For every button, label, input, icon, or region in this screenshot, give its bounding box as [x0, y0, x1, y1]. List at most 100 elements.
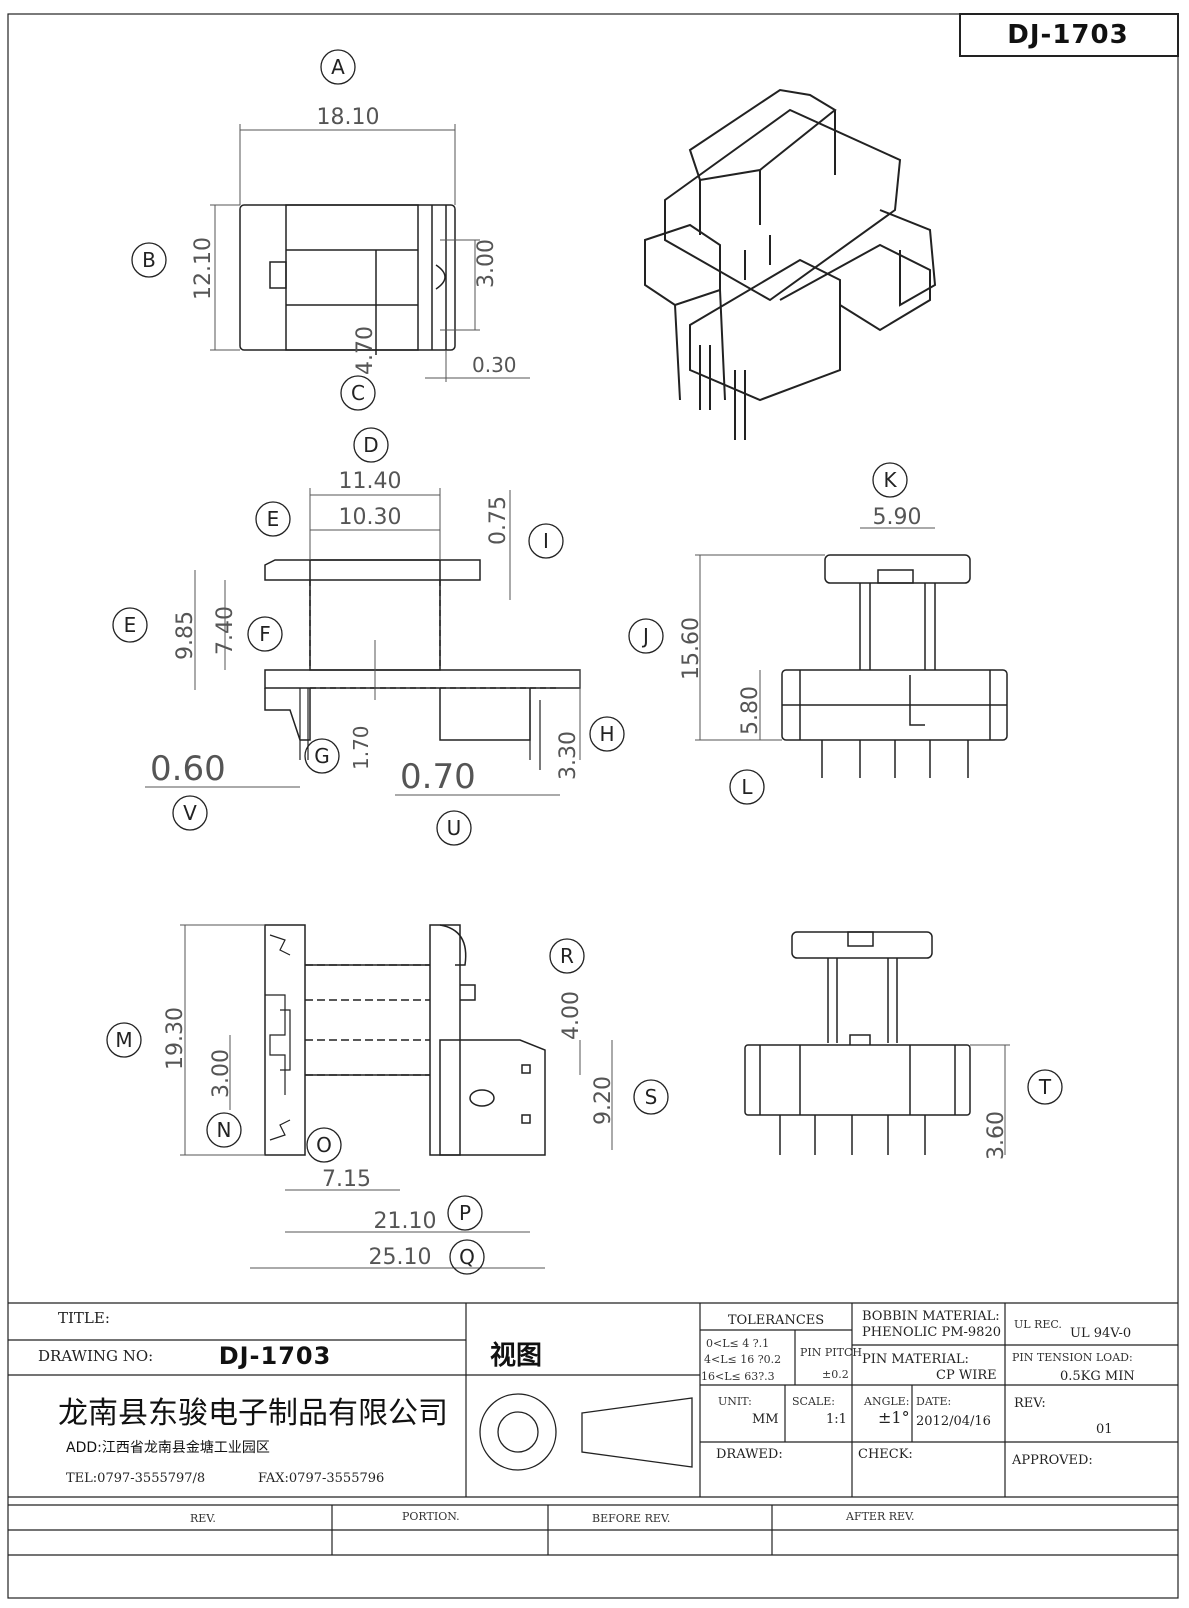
view-letter-j: J	[641, 624, 649, 648]
view-letter-a: A	[331, 55, 345, 79]
tol-row-3: 16<L≤ 63?.3	[701, 1370, 775, 1383]
dim-g-base-value: 1.70	[349, 725, 373, 770]
dim-h-pin-value: 3.30	[556, 731, 581, 780]
company-fax: FAX:0797-3555796	[258, 1471, 384, 1486]
tol-row-1: 0<L≤ 4 ?.1	[706, 1337, 769, 1350]
dim-c-inner-value: 4.70	[353, 326, 378, 375]
view-t-back	[744, 931, 971, 1155]
view-k-side	[781, 554, 1008, 778]
title-block-grid	[8, 1302, 1178, 1556]
dim-n-slot-value: 3.00	[209, 1049, 234, 1098]
rev-label: REV:	[1014, 1396, 1046, 1411]
drawing-no-value: DJ-1703	[219, 1342, 332, 1370]
tolerances-label: TOLERANCES	[728, 1313, 824, 1328]
company-name: 龙南县东骏电子制品有限公司	[58, 1396, 448, 1431]
view-letter-m: M	[115, 1028, 132, 1052]
dim-a-value: 18.10	[317, 105, 380, 130]
dim-f-winding-value: 7.40	[213, 606, 238, 655]
view-letter-k: K	[883, 468, 897, 492]
bobbin-material-label: BOBBIN MATERIAL:	[862, 1309, 1000, 1324]
view-letter-c: C	[351, 381, 365, 405]
view-letter-e-lower: E	[124, 613, 137, 637]
after-rev-column-header: AFTER REV.	[845, 1510, 915, 1523]
date-label: DATE:	[916, 1395, 951, 1408]
dim-u-pin-value: 0.70	[400, 757, 476, 797]
tol-row-2: 4<L≤ 16 ?0.2	[704, 1353, 781, 1366]
check-label: CHECK:	[858, 1447, 913, 1462]
dim-d-inner-value: 10.30	[339, 505, 402, 530]
view-letter-g: G	[314, 744, 330, 768]
view-letter-o: O	[316, 1133, 332, 1157]
pin-tension-label: PIN TENSION LOAD:	[1012, 1351, 1133, 1364]
view-letter-b: B	[142, 248, 156, 272]
portion-column-header: PORTION.	[402, 1510, 460, 1523]
header-code-box: DJ-1703	[959, 13, 1179, 57]
view-letter-d: D	[363, 433, 378, 457]
dim-slot-value: 3.00	[474, 239, 499, 288]
dim-v-pin-value: 0.60	[150, 749, 226, 789]
angle-value: ±1°	[878, 1408, 910, 1427]
company-address: ADD:江西省龙南县金塘工业园区	[66, 1440, 270, 1456]
rev-value: 01	[1096, 1422, 1113, 1437]
dim-o-offset-value: 7.15	[322, 1167, 371, 1192]
view-letter-i: I	[543, 529, 549, 553]
before-rev-column-header: BEFORE REV.	[592, 1512, 670, 1525]
isometric-view	[644, 88, 937, 440]
drawing-no-label: DRAWING NO:	[38, 1347, 153, 1365]
dim-k-top-value: 5.90	[873, 505, 922, 530]
dim-d-outer-value: 11.40	[339, 469, 402, 494]
pin-pitch-value: ±0.2	[822, 1368, 849, 1381]
title-label: TITLE:	[58, 1309, 110, 1327]
dim-a	[239, 124, 456, 205]
dim-b-value: 12.10	[191, 237, 216, 300]
ul-rec-value: UL 94V-0	[1070, 1326, 1131, 1341]
view-letter-r: R	[560, 944, 574, 968]
view-letter-e-upper: E	[267, 507, 280, 531]
ul-rec-label: UL REC.	[1014, 1318, 1062, 1331]
view-letter-s: S	[645, 1085, 658, 1109]
pin-tension-value: 0.5KG MIN	[1060, 1369, 1135, 1384]
view-letter-l: L	[741, 775, 753, 799]
projection-symbol	[479, 1393, 693, 1471]
view-d-front	[264, 559, 581, 770]
view-letter-f: F	[259, 622, 271, 646]
dim-c-gap-value: 0.30	[472, 353, 517, 377]
approved-label: APPROVED:	[1011, 1453, 1093, 1468]
view-letter-t: T	[1038, 1075, 1052, 1099]
view-m-bottom	[264, 924, 546, 1156]
dim-p-len-value: 21.10	[374, 1209, 437, 1234]
pin-material-label: PIN MATERIAL:	[862, 1352, 969, 1367]
dim-e-total-value: 9.85	[173, 611, 198, 660]
dim-i-flange-value: 0.75	[486, 496, 511, 545]
view-letter-p: P	[459, 1201, 471, 1225]
drawed-label: DRAWED:	[716, 1447, 783, 1462]
view-letter-n: N	[217, 1118, 232, 1142]
view-letter-v: V	[183, 801, 197, 825]
unit-value: MM	[752, 1412, 779, 1427]
scale-value: 1:1	[826, 1412, 847, 1427]
header-drawing-code: DJ-1703	[1007, 20, 1128, 50]
view-a-top	[239, 204, 456, 355]
scale-label: SCALE:	[792, 1395, 835, 1408]
dim-m-height-value: 19.30	[163, 1007, 188, 1070]
view-label: 视图	[490, 1341, 542, 1371]
view-letter-circles	[106, 49, 1063, 1275]
bobbin-material-value: PHENOLIC PM-9820	[862, 1325, 1001, 1340]
dim-r-top-value: 4.00	[559, 991, 584, 1040]
unit-label: UNIT:	[718, 1395, 752, 1408]
pin-material-value: CP WIRE	[936, 1368, 997, 1383]
view-letter-u: U	[447, 816, 462, 840]
angle-label: ANGLE:	[863, 1395, 909, 1408]
view-letter-q: Q	[459, 1245, 475, 1269]
date-value: 2012/04/16	[916, 1414, 991, 1429]
sheet-border	[7, 13, 1179, 1599]
dim-t-pin-value: 3.60	[984, 1111, 1009, 1160]
dim-q-len-value: 25.10	[369, 1245, 432, 1270]
company-tel: TEL:0797-3555797/8	[66, 1471, 205, 1486]
view-letter-h: H	[599, 722, 614, 746]
dim-j-height-value: 15.60	[679, 617, 704, 680]
pin-pitch-label: PIN PITCH	[800, 1346, 862, 1359]
dim-s-block-value: 9.20	[591, 1076, 616, 1125]
rev-column-header: REV.	[190, 1512, 216, 1525]
